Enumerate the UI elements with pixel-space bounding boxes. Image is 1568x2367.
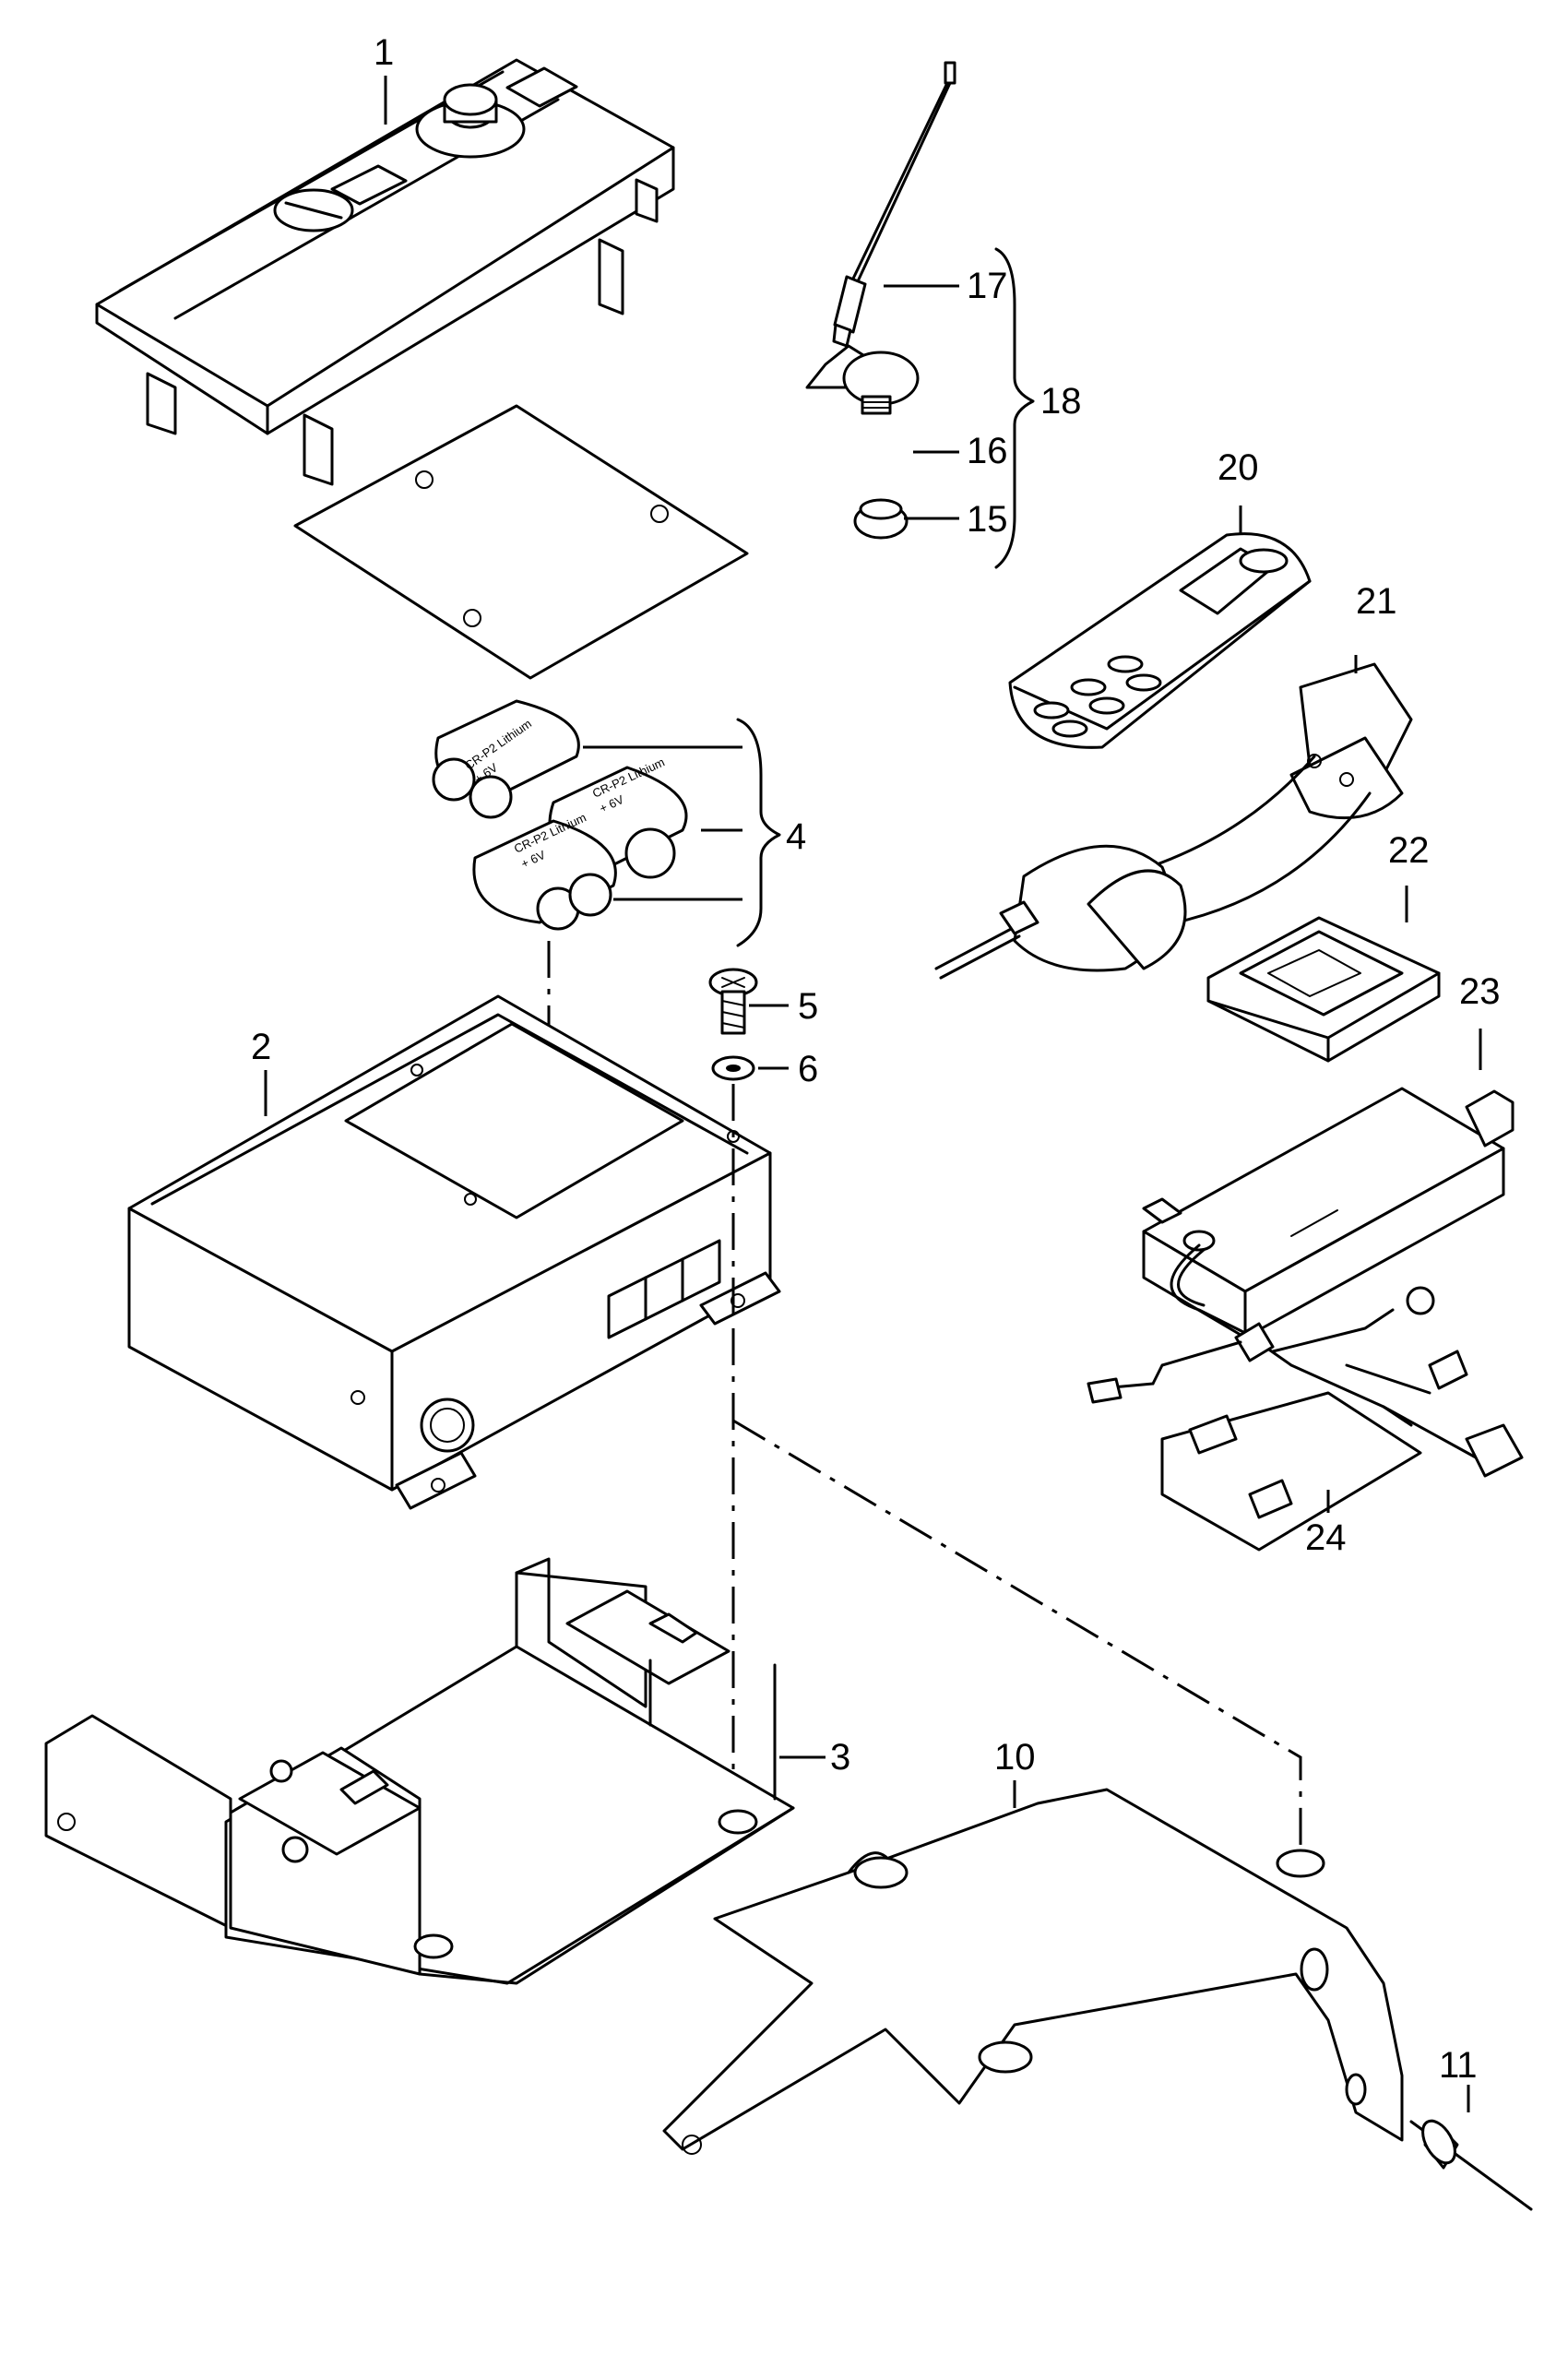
- aerial-base: [805, 344, 920, 415]
- part-label-5: 5: [798, 986, 818, 1027]
- part-label-3: 3: [830, 1737, 850, 1778]
- part-label-1: 1: [374, 32, 394, 73]
- holder-bracket: [44, 1557, 795, 1985]
- charging-insert: [1206, 916, 1441, 1063]
- part-label-2: 2: [251, 1027, 271, 1067]
- part-label-11: 11: [1439, 2045, 1478, 2086]
- part-label-6: 6: [798, 1049, 818, 1089]
- interface-module: [1142, 1087, 1515, 1339]
- screw: [708, 968, 758, 1035]
- handset-cradle: [934, 662, 1413, 980]
- part-label-17: 17: [967, 266, 1008, 306]
- part-label-20: 20: [1218, 447, 1259, 488]
- cable-harness: [1087, 1243, 1524, 1552]
- rivet: [1409, 2119, 1533, 2211]
- part-label-24: 24: [1305, 1517, 1347, 1558]
- part-label-21: 21: [1356, 581, 1397, 622]
- aerial-nut: [853, 498, 909, 540]
- mounting-plate: [293, 404, 749, 680]
- part-label-4: 4: [786, 816, 806, 857]
- center-line-bracket-10: [732, 1419, 1302, 1863]
- control-panel-cover: [95, 58, 675, 486]
- part-label-16: 16: [967, 431, 1008, 471]
- part-label-18: 18: [1040, 381, 1082, 422]
- washer: [711, 1055, 755, 1081]
- part-label-10: 10: [994, 1737, 1036, 1778]
- batteries: CR-P2 Lithium + 6V CR-P2 Lithium + 6V CR…: [432, 699, 781, 947]
- part-label-23: 23: [1459, 971, 1501, 1012]
- telephone-handset: [1008, 532, 1312, 749]
- part-label-22: 22: [1388, 830, 1430, 871]
- aerial-rod: [832, 61, 956, 348]
- control-unit-box: [127, 994, 781, 1510]
- mounting-bracket-lower: [662, 1788, 1404, 2155]
- part-label-15: 15: [967, 499, 1008, 540]
